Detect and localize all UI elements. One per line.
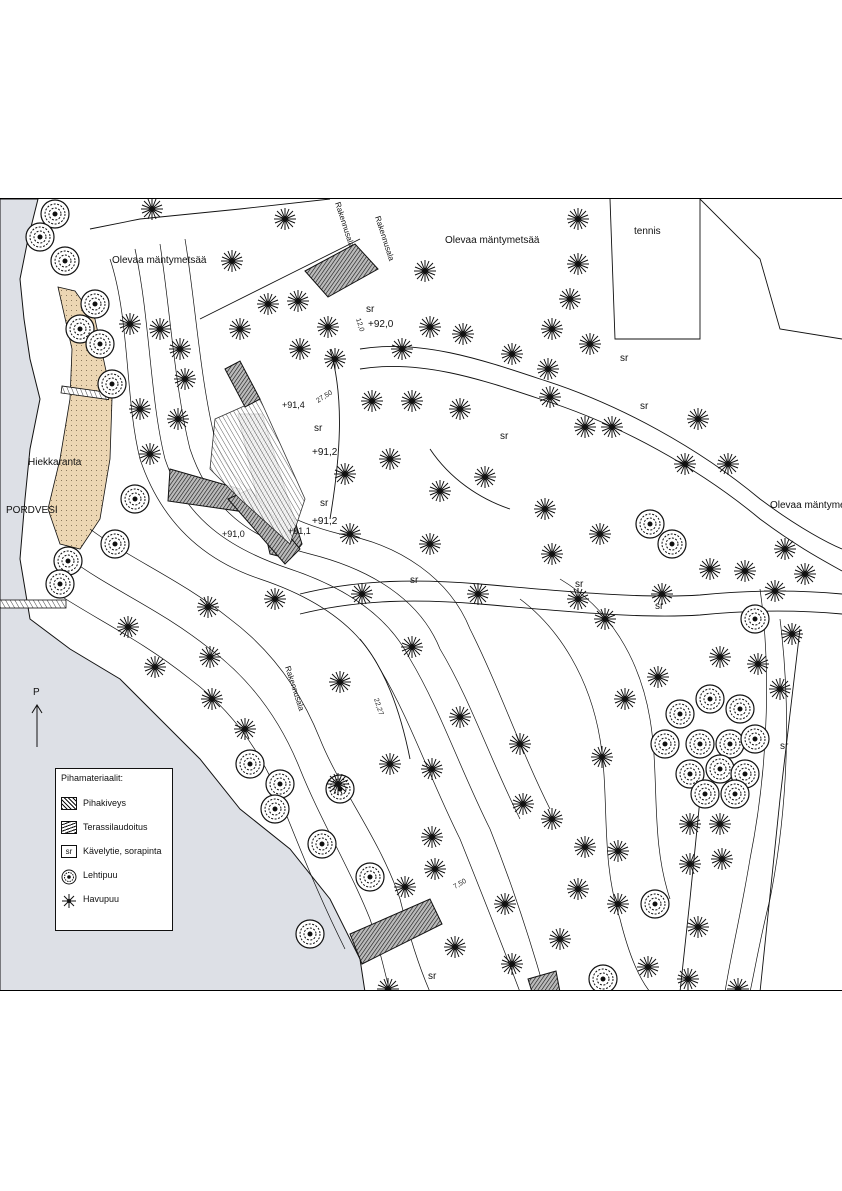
elevation-2: +91,2 <box>312 447 338 458</box>
elevation-5: +91,1 <box>288 526 311 536</box>
label-forest-north: Olevaa mäntymetsää <box>445 235 540 246</box>
pier-2 <box>0 599 67 609</box>
gravel-label: sr <box>640 401 649 412</box>
gravel-label: sr <box>410 575 419 586</box>
elevation-6: +91,0 <box>222 529 245 539</box>
building-north <box>304 243 379 298</box>
legend-label: Lehtipuu <box>83 870 118 880</box>
gravel-label: sr <box>780 741 789 752</box>
site-plan-map: P Olevaa mäntymetsää Olevaa mäntymetsää … <box>0 198 842 991</box>
gravel-label: sr <box>500 431 509 442</box>
legend-item-gravel-path: sr Kävelytie, sorapinta <box>61 839 167 863</box>
legend-item-deciduous: Lehtipuu <box>61 863 167 887</box>
label-building-area-3: Rakennusala <box>333 201 356 249</box>
walkways <box>89 199 842 990</box>
legend-label: Kävelytie, sorapinta <box>83 846 162 856</box>
legend-title: Pihamateriaalit: <box>61 773 124 783</box>
building-sauna <box>224 360 261 408</box>
building-south <box>349 898 443 965</box>
gravel-path-icon: sr <box>61 844 77 858</box>
north-label: P <box>33 687 40 698</box>
north-arrow: P <box>31 687 43 747</box>
label-building-area-1: Rakennusala <box>373 215 396 263</box>
buildings <box>167 243 561 990</box>
label-forest-east: Olevaa mäntymetsä <box>770 500 842 511</box>
gravel-label: sr <box>428 971 437 982</box>
elevation-3: +91,2 <box>312 516 338 527</box>
gravel-labels: sr sr sr sr sr sr sr sr sr sr sr <box>314 304 789 982</box>
label-tennis: tennis <box>634 226 661 237</box>
legend: Pihamateriaalit: Pihakiveys Terassilaudo… <box>55 768 173 931</box>
deciduous-tree-icon <box>61 869 77 884</box>
dimension-2: 12,0 <box>354 317 365 332</box>
legend-label: Havupuu <box>83 894 120 904</box>
paving-hatch-icon <box>61 796 77 810</box>
elevation-1: +92,0 <box>368 319 394 330</box>
dimension-4: 7,50 <box>453 878 468 891</box>
legend-item-paving: Pihakiveys <box>61 791 167 815</box>
gravel-label: sr <box>655 601 664 612</box>
gravel-label: sr <box>620 353 629 364</box>
label-lake: PORDVESI <box>6 505 58 516</box>
conifer-tree-icon <box>61 893 77 908</box>
gravel-label: sr <box>575 579 584 590</box>
label-forest-west: Olevaa mäntymetsää <box>112 255 207 266</box>
gravel-label: sr <box>314 423 323 434</box>
decking-hatch-icon <box>61 820 77 834</box>
dimension-3: 22,27 <box>372 697 384 716</box>
elevation-4: +91,4 <box>282 400 305 410</box>
gravel-label: sr <box>320 498 329 509</box>
legend-label: Pihakiveys <box>83 798 127 808</box>
legend-item-decking: Terassilaudoitus <box>61 815 167 839</box>
building-south-edge <box>527 970 561 990</box>
label-building-area-2: Rakennusala <box>283 665 306 713</box>
legend-label: Terassilaudoitus <box>83 822 148 832</box>
label-beach: Hiekkaranta <box>28 457 82 468</box>
dimension-1: 27,50 <box>315 389 334 404</box>
gravel-label: sr <box>366 304 375 315</box>
legend-item-conifer: Havupuu <box>61 887 167 911</box>
